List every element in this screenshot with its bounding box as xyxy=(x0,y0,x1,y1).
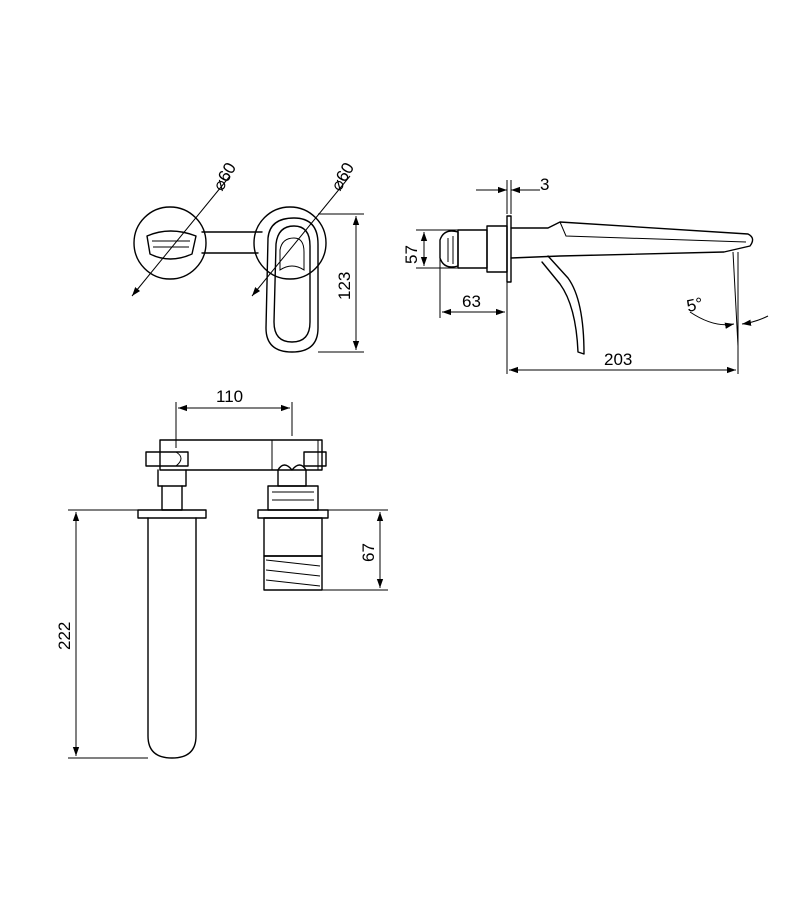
dim-drop-222: 222 xyxy=(55,622,74,650)
dim-height-123: 123 xyxy=(335,272,354,300)
dim-depth-67: 67 xyxy=(359,543,378,562)
dim-angle-5: 5° xyxy=(685,294,705,316)
dim-depth-63: 63 xyxy=(462,292,481,311)
top-view: 110 222 67 xyxy=(55,387,388,759)
dim-centers-110: 110 xyxy=(216,387,243,406)
side-view: 3 57 63 203 5° xyxy=(402,175,769,374)
dim-dia-left: ⌀60 xyxy=(209,159,240,194)
front-view: ⌀60 ⌀60 123 xyxy=(131,159,364,353)
dim-length-203: 203 xyxy=(604,350,632,369)
dim-thickness-3: 3 xyxy=(540,175,549,194)
dim-dia-right: ⌀60 xyxy=(327,159,358,194)
dim-height-57: 57 xyxy=(402,245,421,264)
